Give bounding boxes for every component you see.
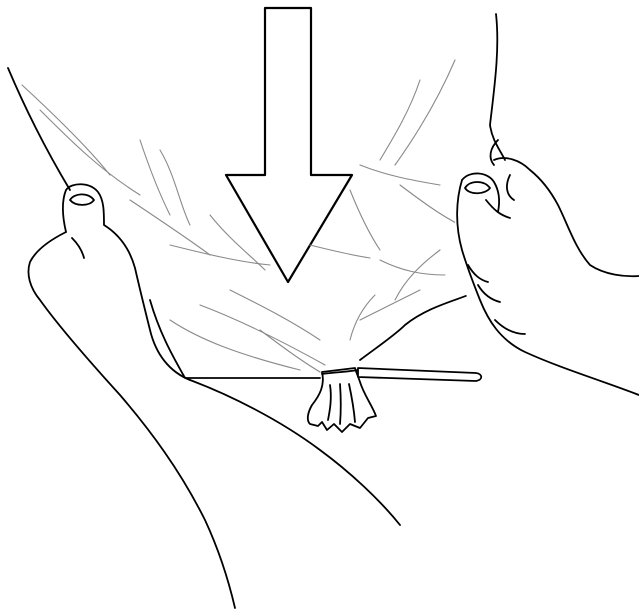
down-arrow-icon <box>224 6 354 284</box>
right-hand <box>455 139 639 396</box>
bag-knot <box>306 367 377 433</box>
left-hand <box>0 183 401 609</box>
plastic-bag <box>7 13 506 379</box>
cable-tie <box>357 367 483 382</box>
